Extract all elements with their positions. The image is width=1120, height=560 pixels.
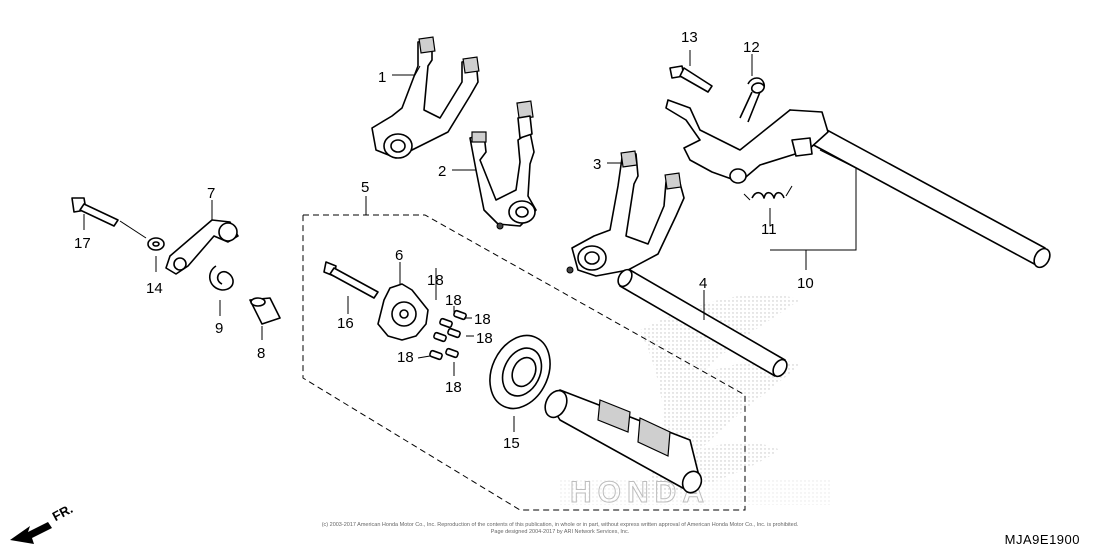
callout-6: 6	[395, 247, 403, 264]
callout-8: 8	[257, 345, 265, 362]
copyright-line-2: Page designed 2004-2017 by ARI Network S…	[490, 529, 630, 535]
callout-9: 9	[215, 320, 223, 337]
callout-14: 14	[146, 280, 163, 297]
collar-8[interactable]	[249, 297, 281, 325]
callout-2: 2	[438, 163, 446, 180]
front-direction-arrow-icon	[10, 522, 52, 544]
gearshift-spindle-10[interactable]	[665, 99, 1053, 270]
copyright-notice: (c) 2003-2017 American Honda Motor Co., …	[300, 522, 820, 536]
callout-13: 13	[681, 29, 698, 46]
callout-15: 15	[503, 435, 520, 452]
bearing-15[interactable]	[479, 326, 562, 419]
copyright-line-1: (c) 2003-2017 American Honda Motor Co., …	[321, 522, 799, 528]
bolt-17[interactable]	[71, 197, 119, 227]
callout-1: 1	[378, 69, 386, 86]
fork-shaft-4[interactable]	[615, 267, 789, 379]
shift-drum[interactable]	[541, 387, 705, 496]
shift-fork-3[interactable]	[566, 150, 685, 277]
stopper-arm-7[interactable]	[165, 219, 239, 275]
callout-3: 3	[593, 156, 601, 173]
callout-4: 4	[699, 275, 707, 292]
callout-10: 10	[797, 275, 814, 292]
callout-18: 18	[445, 292, 462, 309]
callout-18: 18	[445, 379, 462, 396]
shift-drum-center-6[interactable]	[377, 283, 429, 341]
stopper-spring-9[interactable]	[209, 265, 234, 291]
callout-18: 18	[397, 349, 414, 366]
callout-18: 18	[474, 311, 491, 328]
spring-12[interactable]	[739, 77, 766, 123]
diagram-code: MJA9E1900	[1004, 532, 1080, 547]
callout-7: 7	[207, 185, 215, 202]
callout-11: 11	[761, 221, 777, 238]
washer-14[interactable]	[147, 237, 165, 251]
callout-18: 18	[427, 272, 444, 289]
dowel-pins-18[interactable]	[429, 309, 467, 361]
leader-lines	[83, 50, 857, 432]
callout-17: 17	[74, 235, 91, 252]
callout-16: 16	[337, 315, 354, 332]
return-spring-11[interactable]	[743, 185, 793, 201]
callout-12: 12	[743, 39, 760, 56]
shift-fork-2[interactable]	[469, 100, 537, 230]
callout-18: 18	[476, 330, 493, 347]
callout-5: 5	[361, 179, 369, 196]
bolt-13[interactable]	[669, 65, 713, 93]
assembly-5-outline	[302, 214, 746, 511]
shift-fork-1[interactable]	[371, 36, 480, 159]
bolt-16[interactable]	[323, 261, 379, 299]
